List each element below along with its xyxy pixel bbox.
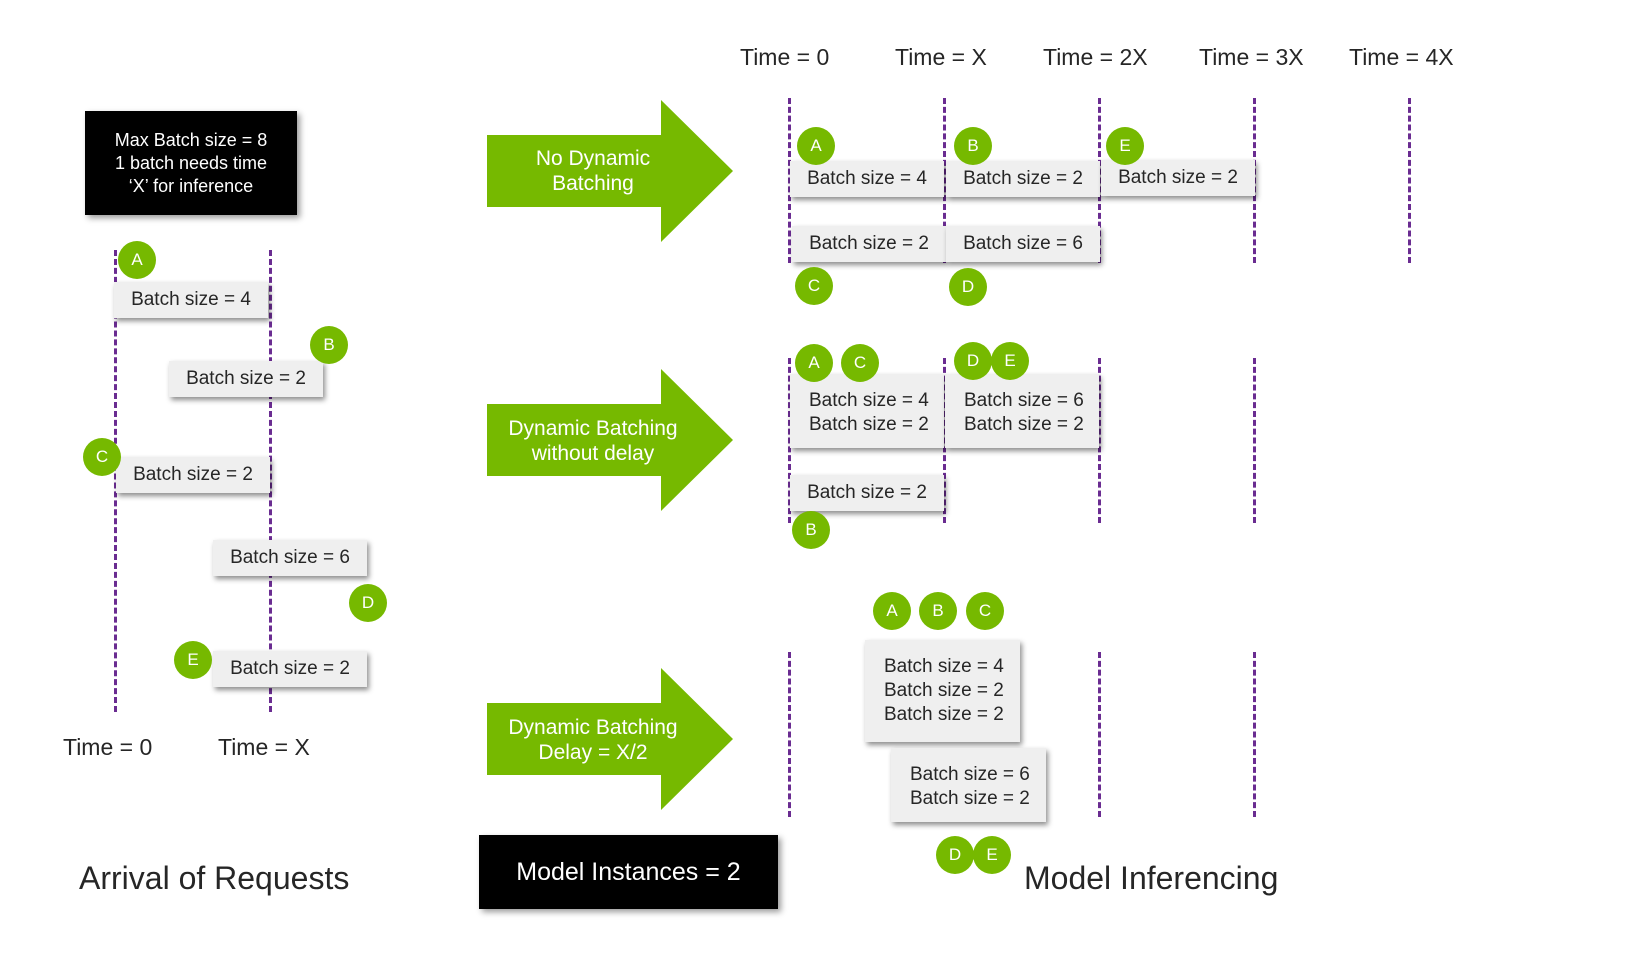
- arrival-request-c-box: Batch size = 2: [116, 457, 270, 493]
- no-delay-badge-c: C: [841, 344, 879, 382]
- arrow-dynamic-no-delay-label: Dynamic Batching without delay: [508, 417, 678, 465]
- arrival-section-title: Arrival of Requests: [79, 860, 350, 896]
- delay-batch-de: Batch size = 6 Batch size = 2: [891, 748, 1046, 822]
- delay-badge-c: C: [966, 592, 1004, 630]
- no-dynamic-badge-b: B: [954, 127, 992, 165]
- arrival-request-a-label: Batch size = 4: [131, 289, 251, 310]
- info-line-max-batch: Max Batch size = 8: [114, 129, 268, 150]
- no-dynamic-badge-c: C: [795, 267, 833, 305]
- no-delay-batch-ac-line-2: Batch size = 2: [809, 414, 929, 435]
- no-delay-divider-t0: [788, 358, 791, 523]
- delay-divider-t3x: [1253, 652, 1256, 817]
- inference-time-label-2x: Time = 2X: [1043, 44, 1148, 70]
- delay-badge-d: D: [936, 836, 974, 874]
- arrival-request-e-box: Batch size = 2: [213, 651, 367, 687]
- info-line-inference: ‘X’ for inference: [128, 175, 254, 196]
- no-delay-badge-b: B: [792, 511, 830, 549]
- no-dynamic-batch-c-label: Batch size = 2: [809, 233, 929, 254]
- delay-divider-t0: [788, 652, 791, 817]
- delay-batch-abc-line-2: Batch size = 2: [884, 680, 1004, 701]
- model-instances-box: Model Instances = 2: [479, 835, 778, 909]
- delay-batch-abc-line-3: Batch size = 2: [884, 704, 1004, 725]
- inference-time-label-x: Time = X: [895, 44, 987, 70]
- arrival-divider-tx: [269, 250, 272, 712]
- arrival-request-b-label: Batch size = 2: [186, 368, 306, 389]
- delay-batch-de-line-1: Batch size = 6: [910, 764, 1030, 785]
- arrival-request-c-label: Batch size = 2: [133, 464, 253, 485]
- no-dynamic-batch-a-label: Batch size = 4: [807, 168, 927, 189]
- no-delay-batch-ac-line-1: Batch size = 4: [809, 390, 929, 411]
- arrow-dynamic-delay: [487, 668, 733, 810]
- no-dynamic-batch-b: Batch size = 2: [946, 161, 1100, 197]
- arrow-dynamic-no-delay: [487, 369, 733, 511]
- inference-time-label-3x: Time = 3X: [1199, 44, 1304, 70]
- no-dynamic-divider-t0: [788, 98, 791, 263]
- no-delay-divider-t3x: [1253, 358, 1256, 523]
- delay-badge-e: E: [973, 836, 1011, 874]
- inference-section-title: Model Inferencing: [1024, 860, 1279, 896]
- no-dynamic-badge-a: A: [797, 127, 835, 165]
- arrival-request-d-label: Batch size = 6: [230, 547, 350, 568]
- arrival-time-label-x: Time = X: [218, 734, 310, 760]
- no-delay-batch-b: Batch size = 2: [790, 475, 944, 511]
- arrow-no-dynamic-label: No Dynamic Batching: [535, 147, 651, 195]
- arrival-request-e-badge: E: [174, 641, 212, 679]
- no-delay-badge-d: D: [954, 342, 992, 380]
- no-dynamic-batch-e-label: Batch size = 2: [1118, 167, 1238, 188]
- arrow-no-dynamic: [487, 100, 733, 242]
- no-delay-badge-e: E: [991, 342, 1029, 380]
- delay-divider-t2x: [1098, 652, 1101, 817]
- inference-time-label-0: Time = 0: [740, 44, 830, 70]
- no-dynamic-batch-e: Batch size = 2: [1101, 160, 1255, 196]
- delay-batch-abc-line-1: Batch size = 4: [884, 656, 1004, 677]
- no-dynamic-batch-d: Batch size = 6: [946, 226, 1100, 262]
- no-dynamic-badge-d: D: [949, 268, 987, 306]
- delay-batch-abc: Batch size = 4 Batch size = 2 Batch size…: [865, 640, 1020, 742]
- no-dynamic-batch-c: Batch size = 2: [792, 226, 946, 262]
- arrival-request-d-badge: D: [349, 584, 387, 622]
- no-dynamic-divider-tx: [943, 98, 946, 263]
- arrival-request-b-badge: B: [310, 326, 348, 364]
- no-dynamic-badge-e: E: [1106, 127, 1144, 165]
- no-delay-divider-tx: [943, 358, 946, 523]
- no-delay-batch-de-line-2: Batch size = 2: [964, 414, 1084, 435]
- arrival-divider-t0: [114, 250, 117, 712]
- delay-batch-de-line-2: Batch size = 2: [910, 788, 1030, 809]
- delay-badge-b: B: [919, 592, 957, 630]
- delay-badge-a: A: [873, 592, 911, 630]
- info-box: Max Batch size = 8 1 batch needs time ‘X…: [85, 111, 297, 215]
- no-delay-batch-de-line-1: Batch size = 6: [964, 390, 1084, 411]
- arrival-request-b-box: Batch size = 2: [169, 361, 323, 397]
- inference-time-label-4x: Time = 4X: [1349, 44, 1454, 70]
- no-dynamic-batch-a: Batch size = 4: [790, 161, 944, 197]
- no-delay-batch-de: Batch size = 6 Batch size = 2: [945, 374, 1099, 448]
- info-line-batch-time: 1 batch needs time: [114, 152, 268, 173]
- no-delay-batch-b-label: Batch size = 2: [807, 482, 927, 503]
- arrival-request-a-box: Batch size = 4: [114, 282, 268, 318]
- no-delay-divider-t2x: [1098, 358, 1101, 523]
- no-delay-batch-ac: Batch size = 4 Batch size = 2: [790, 374, 944, 448]
- arrival-request-a-badge: A: [118, 241, 156, 279]
- no-dynamic-batch-b-label: Batch size = 2: [963, 168, 1083, 189]
- no-dynamic-divider-t4x: [1408, 98, 1411, 263]
- arrival-request-c-badge: C: [83, 438, 121, 476]
- arrival-request-d-box: Batch size = 6: [213, 540, 367, 576]
- model-instances-label: Model Instances = 2: [516, 857, 741, 886]
- no-delay-badge-a: A: [795, 344, 833, 382]
- arrow-dynamic-delay-label: Dynamic Batching Delay = X/2: [508, 716, 678, 764]
- arrival-time-label-0: Time = 0: [63, 734, 153, 760]
- no-dynamic-batch-d-label: Batch size = 6: [963, 233, 1083, 254]
- arrival-request-e-label: Batch size = 2: [230, 658, 350, 679]
